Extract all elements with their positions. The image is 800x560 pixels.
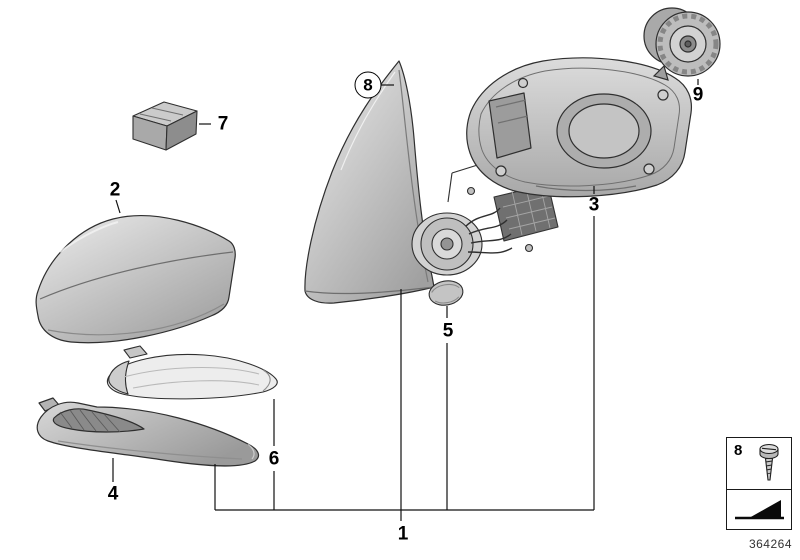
part-2-mirror-cap: [35, 215, 236, 344]
part-7-kit-box: [132, 101, 198, 151]
part-4-lower-housing-trim: [36, 397, 260, 467]
part-5-cover-cap: [428, 280, 464, 306]
part-3-housing-frame: [466, 57, 693, 198]
callout-9[interactable]: 9: [692, 84, 704, 106]
callout-4[interactable]: 4: [107, 483, 119, 505]
callout-1[interactable]: 1: [397, 523, 409, 545]
legend-screw-cell: 8: [727, 438, 791, 489]
direction-arrow-icon: [735, 500, 784, 520]
leader-lines: [112, 79, 699, 521]
callout-8[interactable]: 8: [354, 71, 382, 99]
callout-3[interactable]: 3: [588, 194, 600, 216]
screw-icon: [759, 443, 779, 481]
legend-item-number: 8: [734, 442, 743, 459]
callout-6[interactable]: 6: [268, 448, 280, 470]
part-9-drive-actuator: [643, 7, 721, 81]
callout-7[interactable]: 7: [217, 113, 229, 135]
callout-2[interactable]: 2: [109, 179, 121, 201]
part-6-turn-signal-lamp: [106, 345, 278, 400]
callout-5[interactable]: 5: [442, 320, 454, 342]
diagram-id: 364264: [748, 537, 792, 551]
fastener-legend: 8: [726, 437, 792, 530]
part-1-mirror-internals: [411, 157, 559, 276]
legend-direction-cell: [727, 489, 791, 529]
